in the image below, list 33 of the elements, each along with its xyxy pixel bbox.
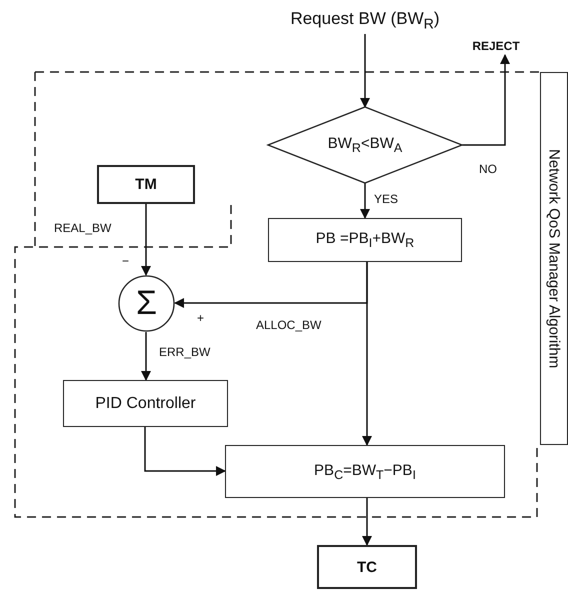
sigma-symbol: Σ bbox=[136, 284, 158, 323]
arrow bbox=[141, 204, 151, 276]
edge-label: YES bbox=[373, 192, 400, 206]
arrow bbox=[362, 498, 372, 546]
process-box bbox=[63, 380, 228, 427]
decision-diamond bbox=[268, 107, 462, 183]
edge-label: REAL_BW bbox=[53, 221, 112, 235]
arrow bbox=[141, 332, 151, 381]
algorithm-label-box bbox=[540, 72, 568, 445]
process-box bbox=[268, 218, 462, 262]
process-box bbox=[317, 545, 417, 589]
process-box bbox=[225, 445, 505, 498]
node-text: Network QoS Manager Algorithm bbox=[546, 148, 562, 368]
arrow bbox=[360, 34, 370, 108]
arrow bbox=[360, 183, 370, 219]
node-text: TM bbox=[135, 176, 157, 193]
arrow bbox=[144, 427, 226, 476]
edge-label: NO bbox=[478, 162, 498, 176]
node-text: REJECT bbox=[472, 39, 520, 53]
node-text: BW$_{R}$<BW$_{A}$ bbox=[328, 135, 402, 155]
arrow bbox=[462, 54, 510, 146]
node-text: PB$_{C}$=BW$_{T}$−PB$_{I}$ bbox=[314, 462, 416, 482]
edge-label: ERR_BW bbox=[158, 345, 212, 359]
sign-label: + bbox=[196, 311, 206, 325]
node-text: Request BW (BW$_{R}$) bbox=[290, 9, 440, 33]
node-text: PID Controller bbox=[95, 394, 196, 412]
arrow bbox=[362, 262, 372, 446]
summing-junction bbox=[118, 275, 175, 332]
node-text: PB =PB$_{I}$+BW$_{R}$ bbox=[316, 230, 414, 250]
edge-label: ALLOC_BW bbox=[255, 318, 322, 332]
sign-label: − bbox=[121, 254, 130, 268]
process-box bbox=[97, 165, 195, 204]
node-text: TC bbox=[357, 558, 377, 576]
